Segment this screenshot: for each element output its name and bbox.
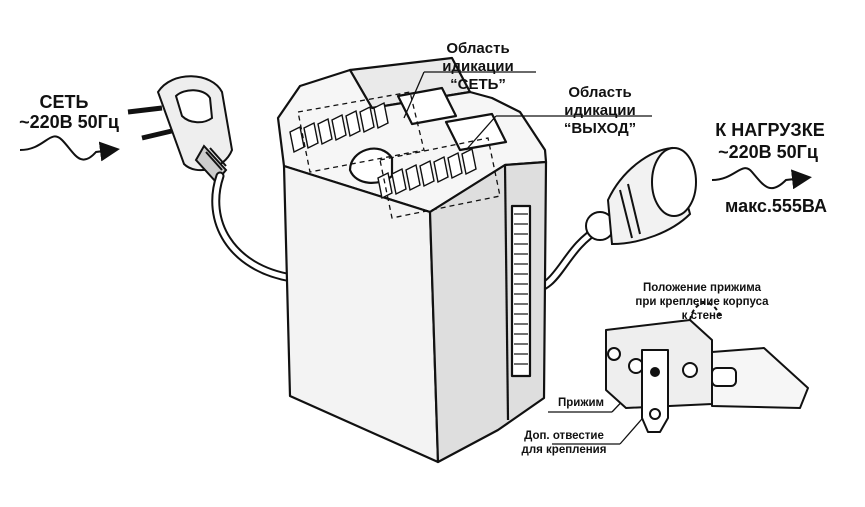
vent-grille-left [289,101,389,154]
extra-hole-line2: для крепления [521,444,607,456]
out-indicator-line3: “ВЫХОД” [563,120,637,137]
stabilizer-body [276,56,548,464]
input-wave-arrow [19,135,120,162]
out-indicator-line1: Область [568,84,632,101]
input-spec: ~220В 50Гц [19,112,119,132]
clamp-caption-line2: при крепление корпуса [635,296,769,308]
clamp-label: Прижим [557,397,605,409]
indicator-zones [297,91,501,219]
output-wave-arrow [711,167,812,190]
output-title: К НАГРУЗКЕ [715,120,825,140]
net-indicator-line1: Область [446,40,510,57]
clamp-caption-line1: Положение прижима [642,282,762,294]
side-vent [514,213,528,365]
out-indicator-line2: идикации [564,102,636,119]
clamp-detail [605,302,809,433]
input-title: СЕТЬ [39,92,89,112]
output-socket [585,146,697,246]
output-max-power: макс.555ВА [724,196,827,216]
net-indicator-line3: “СЕТЬ” [450,76,506,93]
output-spec: ~220В 50Гц [718,142,818,162]
input-plug [127,75,234,184]
extra-hole-line1: Доп. отвестие [524,430,604,442]
vent-grille-right [377,147,477,200]
clamp-caption-line3: к стене [681,310,723,322]
net-indicator-line2: идикации [442,58,514,75]
